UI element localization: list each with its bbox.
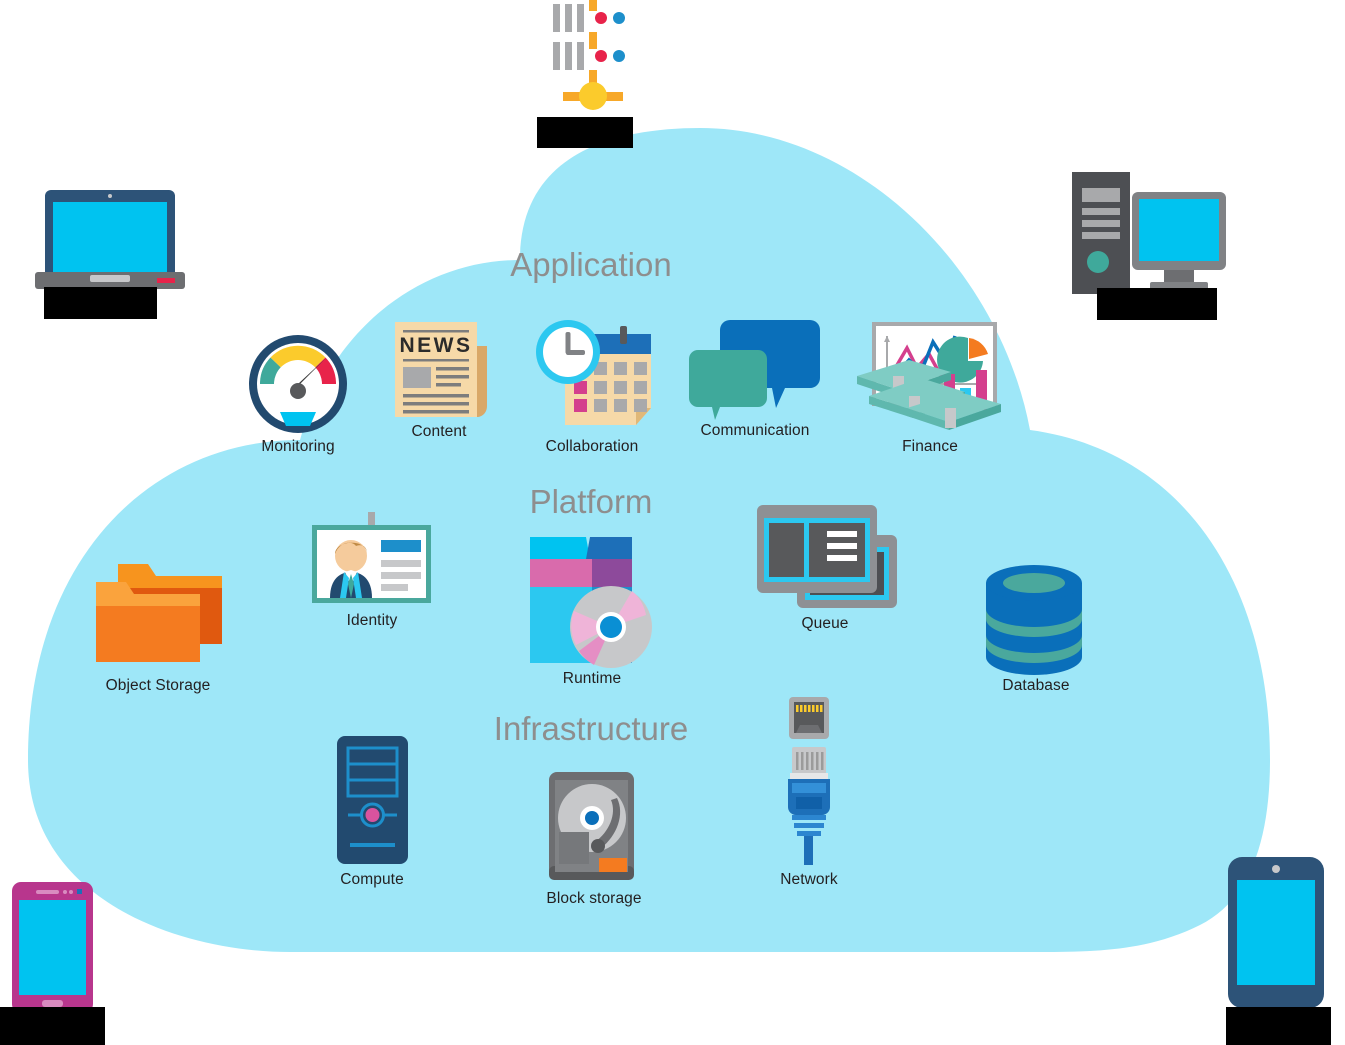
- service-label-communication: Communication: [700, 422, 810, 439]
- id-card-icon: [312, 512, 431, 603]
- redaction-block-smartphone: [0, 1007, 105, 1045]
- device-laptop[interactable]: [35, 186, 185, 296]
- database-cylinder-icon: [986, 565, 1082, 675]
- service-label-identity: Identity: [346, 612, 398, 629]
- service-label-collaboration: Collaboration: [545, 438, 639, 455]
- laptop-icon: [35, 190, 185, 289]
- service-network[interactable]: Network: [780, 697, 838, 888]
- service-queue[interactable]: Queue: [755, 503, 897, 632]
- service-label-network: Network: [780, 871, 838, 888]
- service-finance[interactable]: Finance: [855, 320, 1001, 455]
- calendar-clock-icon: [536, 320, 651, 425]
- device-desktop-computer[interactable]: [1068, 170, 1228, 295]
- section-heading-application: Application: [510, 246, 672, 283]
- service-label-database: Database: [1002, 677, 1070, 694]
- hard-disk-icon: [549, 772, 634, 880]
- server-rack-icon: [553, 0, 625, 110]
- redaction-block-laptop: [44, 287, 157, 319]
- service-block-storage[interactable]: Block storage: [546, 770, 642, 907]
- service-label-object-storage: Object Storage: [105, 677, 211, 694]
- device-smartphone[interactable]: [10, 880, 95, 1015]
- id-portrait: [330, 540, 372, 598]
- service-label-runtime: Runtime: [562, 670, 622, 687]
- service-label-monitoring: Monitoring: [261, 438, 335, 455]
- redaction-block-tablet: [1226, 1007, 1331, 1045]
- device-tablet[interactable]: [1226, 855, 1326, 1010]
- svg-text:NEWS: NEWS: [400, 334, 473, 357]
- service-identity[interactable]: Identity: [310, 512, 433, 629]
- money-chart-icon: [857, 322, 1001, 430]
- server-tower-icon: [337, 736, 408, 864]
- section-heading-infrastructure: Infrastructure: [493, 710, 689, 747]
- service-label-finance: Finance: [902, 438, 958, 455]
- service-label-queue: Queue: [801, 615, 849, 632]
- service-runtime[interactable]: Runtime: [524, 533, 659, 687]
- service-collaboration[interactable]: Collaboration: [532, 318, 654, 455]
- ethernet-cable-icon: [788, 697, 830, 865]
- box-disc-icon: [530, 537, 652, 668]
- tablet-icon: [1228, 857, 1324, 1008]
- service-content[interactable]: NEWS Content: [389, 318, 492, 440]
- service-compute[interactable]: Compute: [336, 735, 409, 888]
- redaction-block-desktop: [1097, 288, 1217, 320]
- speech-bubbles-icon: [689, 320, 820, 420]
- newspaper-icon: NEWS: [395, 322, 487, 417]
- money-stack-group: [857, 360, 1001, 430]
- desktop-computer-icon: [1072, 172, 1226, 294]
- service-communication[interactable]: Communication: [689, 316, 820, 439]
- gauge-icon: [249, 335, 347, 433]
- device-server-rack[interactable]: [545, 0, 630, 120]
- service-object-storage[interactable]: Object Storage: [90, 558, 228, 694]
- windows-stack-icon: [757, 505, 897, 608]
- service-label-block-storage: Block storage: [546, 890, 642, 907]
- service-label-compute: Compute: [340, 871, 404, 888]
- smartphone-icon: [12, 882, 93, 1013]
- folders-icon: [96, 564, 222, 662]
- service-monitoring[interactable]: Monitoring: [248, 334, 348, 455]
- service-database[interactable]: Database: [984, 565, 1084, 694]
- redaction-block-server-rack: [537, 117, 633, 148]
- section-heading-platform: Platform: [529, 483, 653, 520]
- service-label-content: Content: [411, 423, 467, 440]
